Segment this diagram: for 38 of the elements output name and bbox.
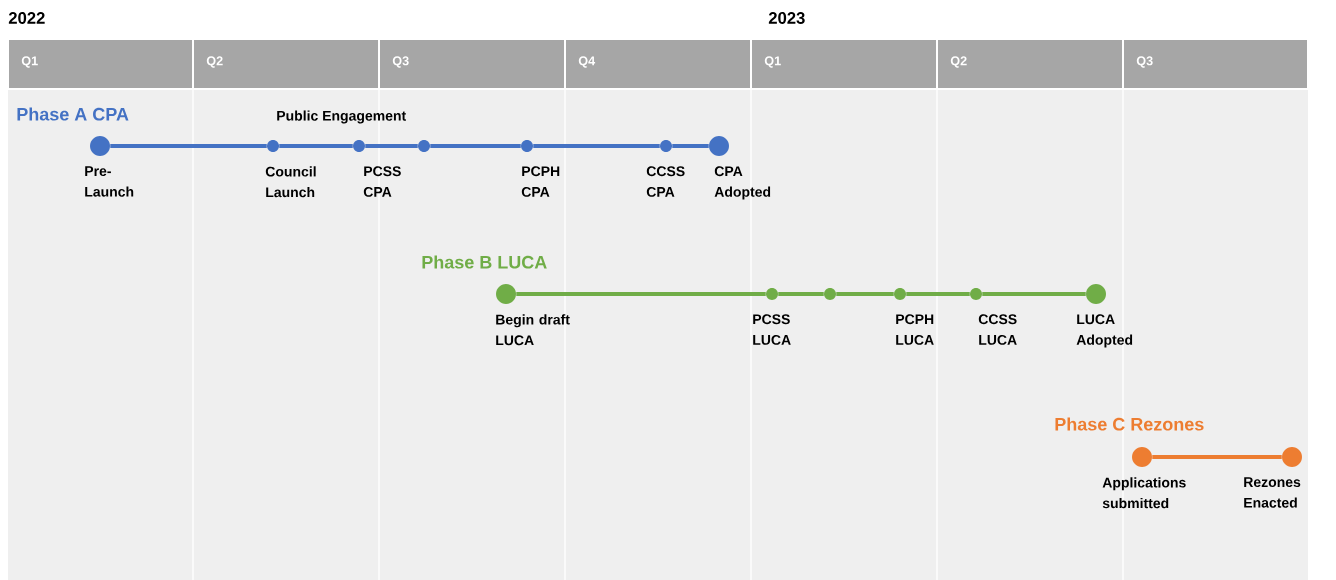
quarter-header: Q4	[566, 40, 750, 88]
quarter-header: Q1	[9, 40, 192, 88]
milestone-label: Applications submitted	[1102, 477, 1186, 509]
milestone-label: PCPH CPA	[521, 166, 560, 197]
milestone-label: CPA Adopted	[714, 166, 771, 200]
milestone-label: PCSS LUCA	[753, 314, 791, 345]
timeline-segment	[1152, 455, 1282, 459]
timeline-segment	[836, 292, 894, 296]
phase-title: Phase C Rezones	[1055, 417, 1204, 431]
quarter-header: Q1	[752, 40, 936, 88]
timeline-segment	[672, 144, 709, 148]
timeline-segment	[982, 292, 1086, 296]
year-label: 2023	[768, 12, 805, 24]
quarter-header: Q2	[938, 40, 1122, 88]
milestone-label: LUCA Adopted	[1076, 314, 1133, 348]
milestone-label: CCSS CPA	[646, 166, 685, 197]
milestone-label: Rezones Enacted	[1244, 477, 1301, 508]
milestone-label: PCSS CPA	[363, 166, 401, 197]
quarter-header: Q3	[380, 40, 564, 88]
milestone-label: CCSS LUCA	[978, 314, 1017, 345]
quarter-header: Q3	[1124, 40, 1307, 88]
milestone-label: PCPH LUCA	[896, 314, 934, 345]
milestone-label: Begin draft LUCA	[496, 314, 570, 346]
timeline-segment	[533, 144, 660, 148]
timeline-segment	[906, 292, 970, 296]
milestone-label: Council Launch	[265, 166, 316, 198]
timeline-segment	[516, 292, 766, 296]
year-label: 2022	[8, 12, 45, 24]
timeline-segment	[110, 144, 267, 148]
timeline-segment	[365, 144, 418, 148]
phase-title: Phase B LUCA	[422, 255, 547, 269]
timeline-segment	[430, 144, 521, 148]
quarter-header: Q2	[194, 40, 378, 88]
timeline-segment	[778, 292, 824, 296]
phase-title: Phase A CPA	[17, 107, 129, 121]
milestone-label: Pre- Launch	[85, 166, 134, 197]
period-label: Public Engagement	[277, 110, 406, 124]
timeline-segment	[279, 144, 353, 148]
